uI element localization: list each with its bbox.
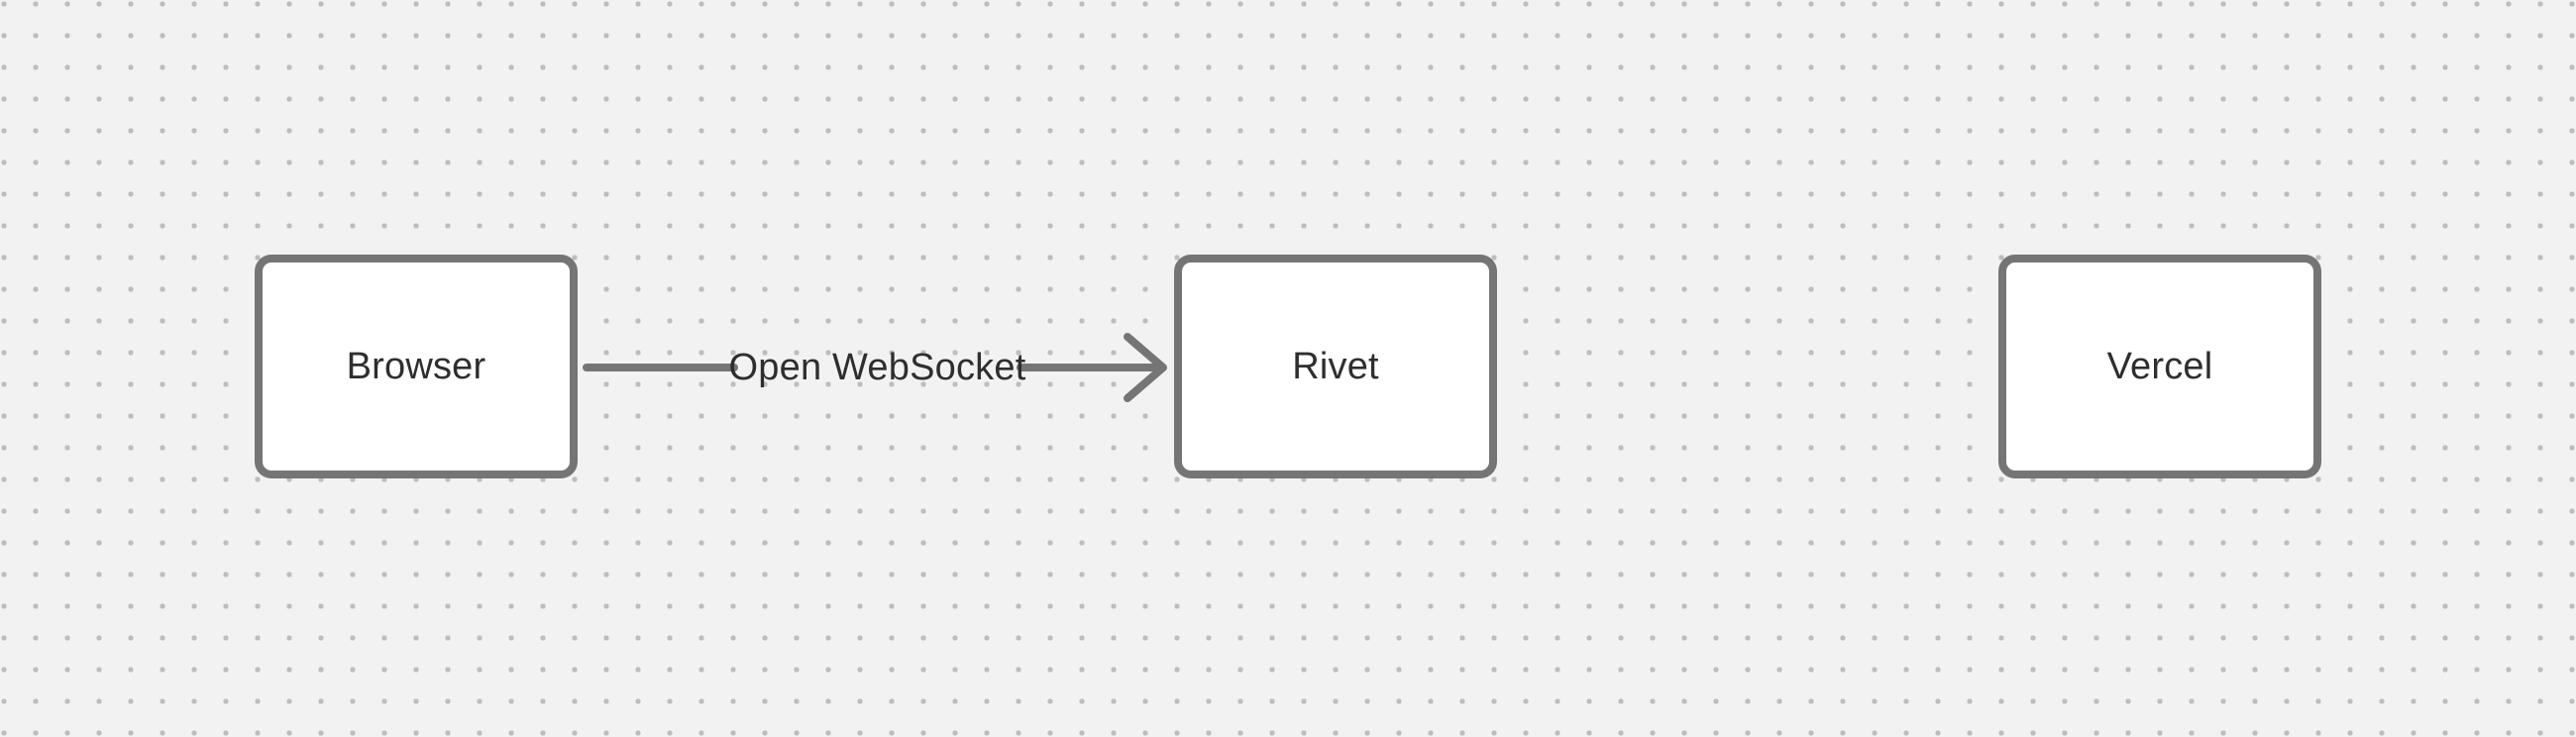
edge-label-open-websocket[interactable]: Open WebSocket xyxy=(728,346,1026,388)
arrowhead-icon xyxy=(1124,333,1167,402)
node-rivet[interactable]: Rivet xyxy=(1174,255,1497,478)
node-rivet-label: Rivet xyxy=(1292,345,1379,387)
node-browser[interactable]: Browser xyxy=(255,255,578,478)
node-vercel-label: Vercel xyxy=(2106,345,2213,387)
node-vercel[interactable]: Vercel xyxy=(1998,255,2321,478)
node-browser-label: Browser xyxy=(346,345,486,387)
